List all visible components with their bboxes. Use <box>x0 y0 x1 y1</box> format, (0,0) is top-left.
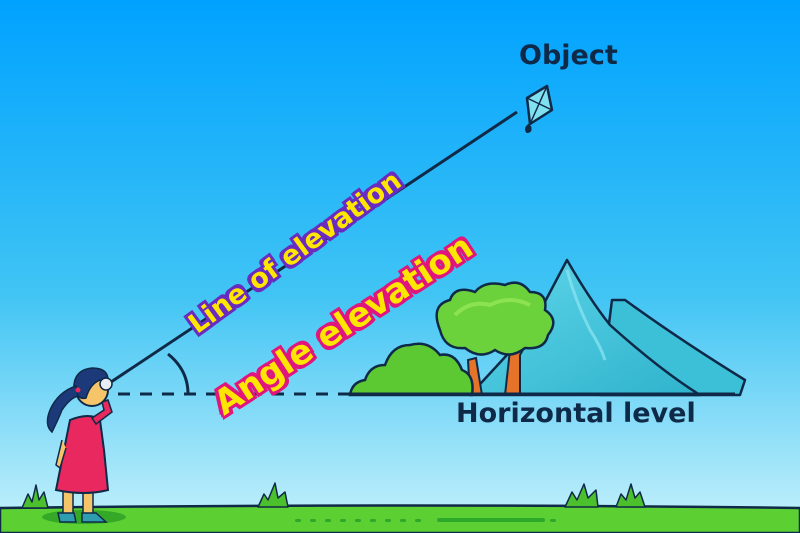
horizontal-level-label: Horizontal level <box>456 398 696 429</box>
grass-tuft-icon <box>21 482 646 509</box>
girl-observer-figure <box>42 367 126 524</box>
grass-ground <box>0 504 800 533</box>
mountain-icon <box>468 258 747 397</box>
kite-icon <box>525 84 554 134</box>
angle-arc <box>167 352 190 395</box>
line-of-elevation <box>107 110 518 386</box>
object-label: Object <box>519 40 618 71</box>
ground-dash-marks <box>295 518 556 522</box>
bush-icon <box>348 342 474 397</box>
tree-icon <box>435 281 555 396</box>
